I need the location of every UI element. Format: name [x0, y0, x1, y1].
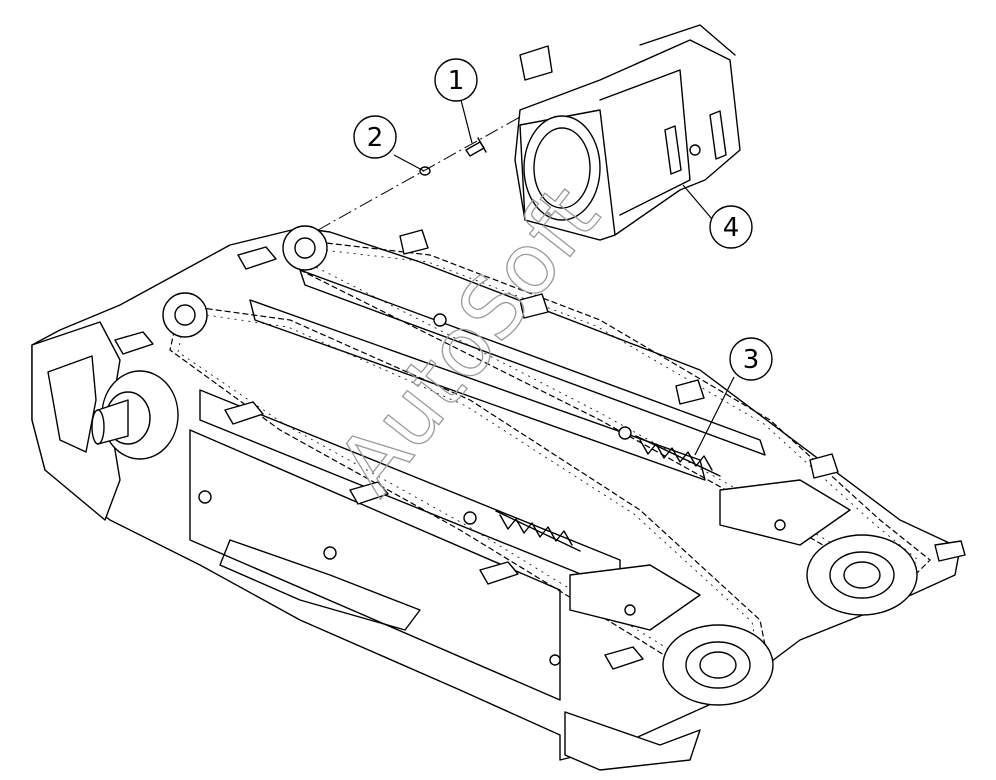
sprocket-front-right: [662, 624, 774, 706]
paddles: [114, 229, 966, 670]
tensioner-bracket-rear: [719, 479, 851, 546]
sprocket-rear-left: [282, 225, 328, 271]
callout-1: 1: [434, 58, 478, 102]
leader-2: [393, 154, 425, 172]
input-shaft-housing: [91, 370, 179, 460]
fasteners: [198, 313, 786, 666]
callout-3-label: 3: [743, 345, 760, 375]
conveyor-assembly: [31, 225, 966, 771]
callout-2: 2: [353, 115, 397, 159]
callout-2-label: 2: [367, 123, 384, 153]
tension-spring-rear: [635, 435, 721, 477]
callout-4: 4: [709, 205, 753, 249]
bolt: [465, 137, 487, 157]
leader-4: [682, 184, 713, 220]
sprocket-rear-right: [806, 534, 918, 616]
assembly-axis-line: [317, 116, 521, 231]
tensioner-bracket-front: [569, 564, 701, 631]
bearing-housing: [514, 24, 741, 241]
sprocket-front-left: [162, 292, 208, 338]
callout-3: 3: [729, 337, 773, 381]
callout-4-label: 4: [723, 213, 740, 243]
tension-spring-front: [495, 510, 581, 552]
leader-1: [460, 99, 473, 144]
callout-1-label: 1: [448, 66, 465, 96]
leader-3: [694, 376, 735, 456]
